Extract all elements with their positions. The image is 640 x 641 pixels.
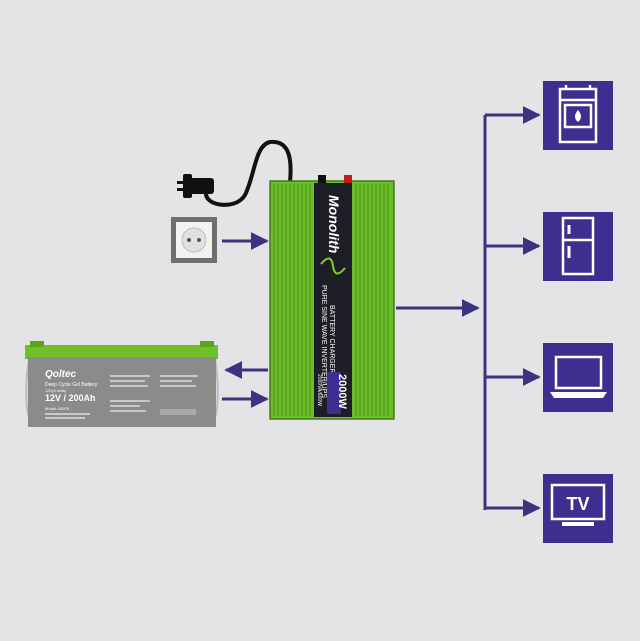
- battery: Qoltec Deep Cycle Gel Battery 12V(6 cell…: [25, 341, 219, 427]
- inverter-product-line1: PURE SINE WAVE INVERTER/UPS: [320, 285, 327, 398]
- battery-brand: Qoltec: [45, 369, 77, 380]
- inverter-power-label: 2000W: [336, 374, 348, 409]
- inverter-brand: Monolith: [326, 195, 342, 253]
- boiler-icon: [558, 85, 598, 144]
- inverter-power-sublabel: 2000VA/600W: [316, 374, 322, 406]
- inverter-product-line2: BATTERY CHARGER: [328, 305, 335, 373]
- laptop-icon: [550, 355, 607, 398]
- power-plug-icon: [177, 139, 293, 207]
- battery-rating: 12V / 200Ah: [45, 393, 96, 403]
- fridge-icon: [561, 216, 595, 276]
- device-television: TV: [543, 474, 613, 543]
- battery-sub-label: 12V(6 cells): [45, 388, 67, 393]
- device-boiler: [543, 81, 613, 150]
- inverter: Monolith PURE SINE WAVE INVERTER/UPS BAT…: [269, 175, 395, 420]
- device-refrigerator: [543, 212, 613, 281]
- battery-type-label: Deep Cycle Gel Battery: [45, 382, 98, 388]
- wall-socket-icon: [171, 217, 217, 263]
- battery-model-label: Model: 53079: [45, 406, 70, 411]
- tv-icon: TV: [550, 483, 606, 526]
- device-laptop: [543, 343, 613, 412]
- tv-label: TV: [566, 494, 589, 514]
